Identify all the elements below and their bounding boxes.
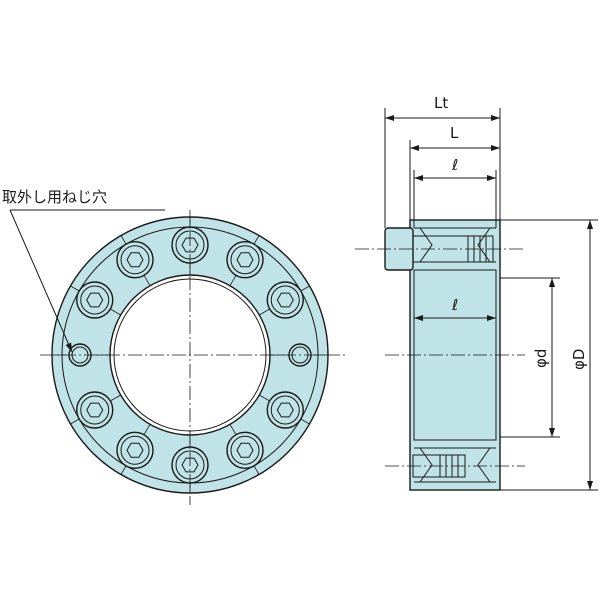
hex-socket-icon [126,442,144,458]
side-taper-bottom [414,447,496,483]
dim-l-mid: ℓ [451,296,458,314]
dimensions: Lt L ℓ ℓ φd φD [384,94,598,491]
hex-socket-icon [86,402,104,418]
bolt-head [226,241,264,279]
removal-hole-label: 取外し用ねじ穴 [2,188,107,206]
hex-socket-icon [236,252,254,268]
hex-socket-icon [86,292,104,308]
hex-socket-icon [276,292,294,308]
hex-socket-icon [276,402,294,418]
bolt-head [226,431,264,469]
removal-hole-leader: 取外し用ねじ穴 [2,188,165,353]
bolt-head [76,281,114,319]
bolt-head [266,391,304,429]
dim-L: L [450,124,459,142]
side-view [355,219,525,491]
bolt-head [116,241,154,279]
dim-phi-d: φd [532,349,550,368]
hex-socket-icon [236,442,254,458]
dim-l-top: ℓ [451,156,458,174]
bolt-head [116,431,154,469]
hex-socket-icon [126,252,144,268]
front-view [40,210,345,505]
dim-phi-D: φD [570,349,588,370]
bolt-head [76,391,114,429]
bolt-head [266,281,304,319]
hex-socket-icon [181,457,199,473]
hex-socket-icon [181,237,199,253]
dim-Lt: Lt [434,94,448,112]
